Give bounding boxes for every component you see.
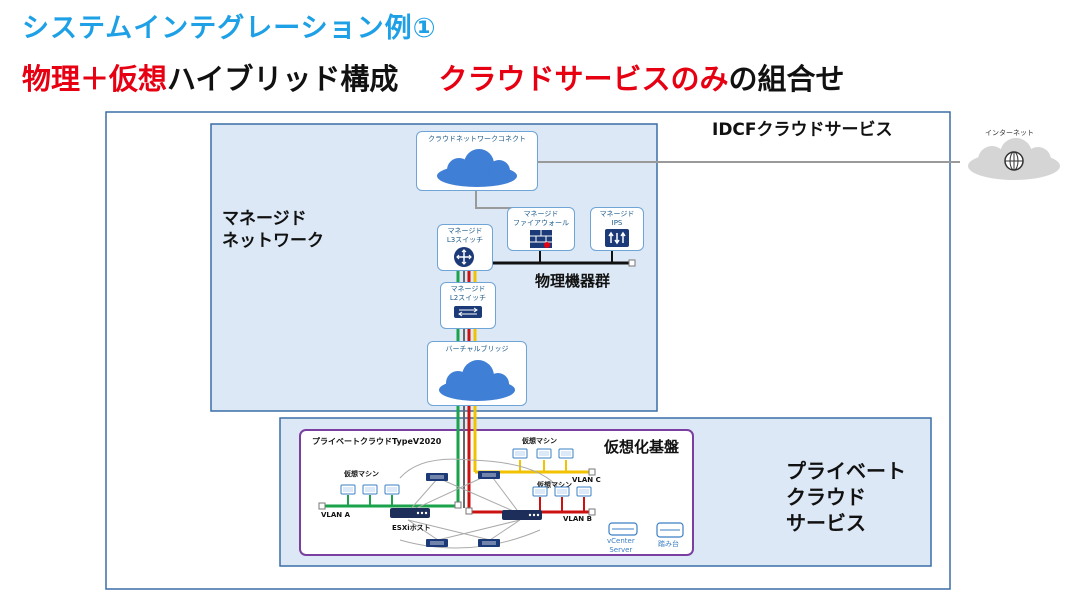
vm-icon xyxy=(558,448,574,459)
switch-icon xyxy=(426,473,448,481)
l3-label-line2: L3スイッチ xyxy=(446,236,484,244)
firewall-label-line1: マネージド xyxy=(523,210,559,218)
private-cloud-type-label: プライベートクラウドTypeV2020 xyxy=(312,437,442,446)
switch-icon xyxy=(478,471,500,479)
vm-group-c xyxy=(512,448,574,459)
firewall-label-line2: ファイアウォール xyxy=(513,219,569,227)
esxi-mesh xyxy=(399,458,561,549)
switch-icon xyxy=(426,539,448,547)
vm-icon xyxy=(536,448,552,459)
l3-switch-label: マネージド L3スイッチ xyxy=(438,227,492,245)
vm-a-label: 仮想マシン xyxy=(344,470,379,478)
firewall-label: マネージド ファイアウォール xyxy=(508,210,574,228)
l2-switch-label: マネージド L2スイッチ xyxy=(441,285,495,303)
ips-label-line2: IPS xyxy=(611,219,623,227)
router-icon xyxy=(454,247,474,267)
physical-group-label: 物理機器群 xyxy=(535,272,611,290)
title-combination: の組合せ xyxy=(728,62,845,96)
switch-icon xyxy=(478,539,500,547)
esxi-cluster xyxy=(390,471,542,547)
server-icon xyxy=(608,522,638,536)
managed-firewall-box: マネージド ファイアウォール xyxy=(507,207,575,251)
internet-label: インターネット xyxy=(985,129,1034,137)
title-line2: 物理＋仮想ハイブリッド構成 クラウドサービスのみの組合せ xyxy=(22,56,844,98)
virtual-bridge-label: バーチャルブリッジ xyxy=(445,345,509,353)
title-emphasis-physical-virtual: 物理＋仮想 xyxy=(22,62,168,96)
server-icon xyxy=(502,510,542,520)
esxi-host-label: ESXiホスト xyxy=(392,524,431,532)
l2-label-line1: マネージド xyxy=(450,285,486,293)
managed-network-label: マネージド ネットワーク xyxy=(222,208,324,252)
private-cloud-service-label: プライベート クラウド サービス xyxy=(786,458,906,536)
idcf-label: IDCFクラウドサービス xyxy=(712,120,893,140)
title-emphasis-cloud-only: クラウドサービスのみ xyxy=(438,62,729,96)
vcenter-line2: Server xyxy=(609,546,633,554)
title-hybrid: ハイブリッド構成 xyxy=(167,62,399,96)
virtualization-label: 仮想化基盤 xyxy=(604,438,680,456)
private-cloud-line2: クラウド xyxy=(786,485,866,509)
managed-l3-switch-box: マネージド L3スイッチ xyxy=(437,224,493,271)
l3-label-line1: マネージド xyxy=(447,227,483,235)
managed-ips-box: マネージド IPS xyxy=(590,207,644,251)
managed-network-line1: マネージド xyxy=(222,209,307,229)
vm-icon xyxy=(576,486,592,497)
firewall-icon xyxy=(530,230,552,248)
vlan-c-label: VLAN C xyxy=(572,476,601,484)
vm-icon xyxy=(340,484,356,495)
cloud-icon xyxy=(437,149,517,187)
virtual-bridge-box: バーチャルブリッジ xyxy=(427,341,527,406)
vcenter-line1: vCenter xyxy=(607,537,635,545)
vlan-a-label: VLAN A xyxy=(321,511,351,519)
cloud-connect-box: クラウドネットワークコネクト xyxy=(416,131,538,191)
vlan-b-label: VLAN B xyxy=(563,515,592,523)
cloud-icon xyxy=(439,360,515,401)
server-icon xyxy=(390,508,430,518)
vm-icon xyxy=(512,448,528,459)
ips-icon xyxy=(605,229,629,247)
managed-network-line2: ネットワーク xyxy=(222,231,324,251)
vm-icon xyxy=(362,484,378,495)
switch-icon xyxy=(454,306,482,318)
server-icon xyxy=(656,522,684,538)
virtualization-frame xyxy=(299,429,694,556)
stepping-server-label: 踏み台 xyxy=(658,540,679,548)
vm-c-label: 仮想マシン xyxy=(522,437,557,445)
ips-label-line1: マネージド xyxy=(599,210,635,218)
cloud-connect-label: クラウドネットワークコネクト xyxy=(428,135,526,143)
managed-l2-switch-box: マネージド L2スイッチ xyxy=(440,282,496,329)
vcenter-label: vCenter Server xyxy=(607,537,635,555)
cloud-icon xyxy=(968,138,1060,180)
title-line1: システムインテグレーション例① xyxy=(22,13,437,44)
l2-label-line2: L2スイッチ xyxy=(449,294,487,302)
private-cloud-line1: プライベート xyxy=(786,459,906,483)
vm-b-label: 仮想マシン xyxy=(537,481,572,489)
internet-node xyxy=(962,136,1066,184)
private-cloud-line3: サービス xyxy=(786,511,866,535)
ips-label: マネージド IPS xyxy=(591,210,643,228)
